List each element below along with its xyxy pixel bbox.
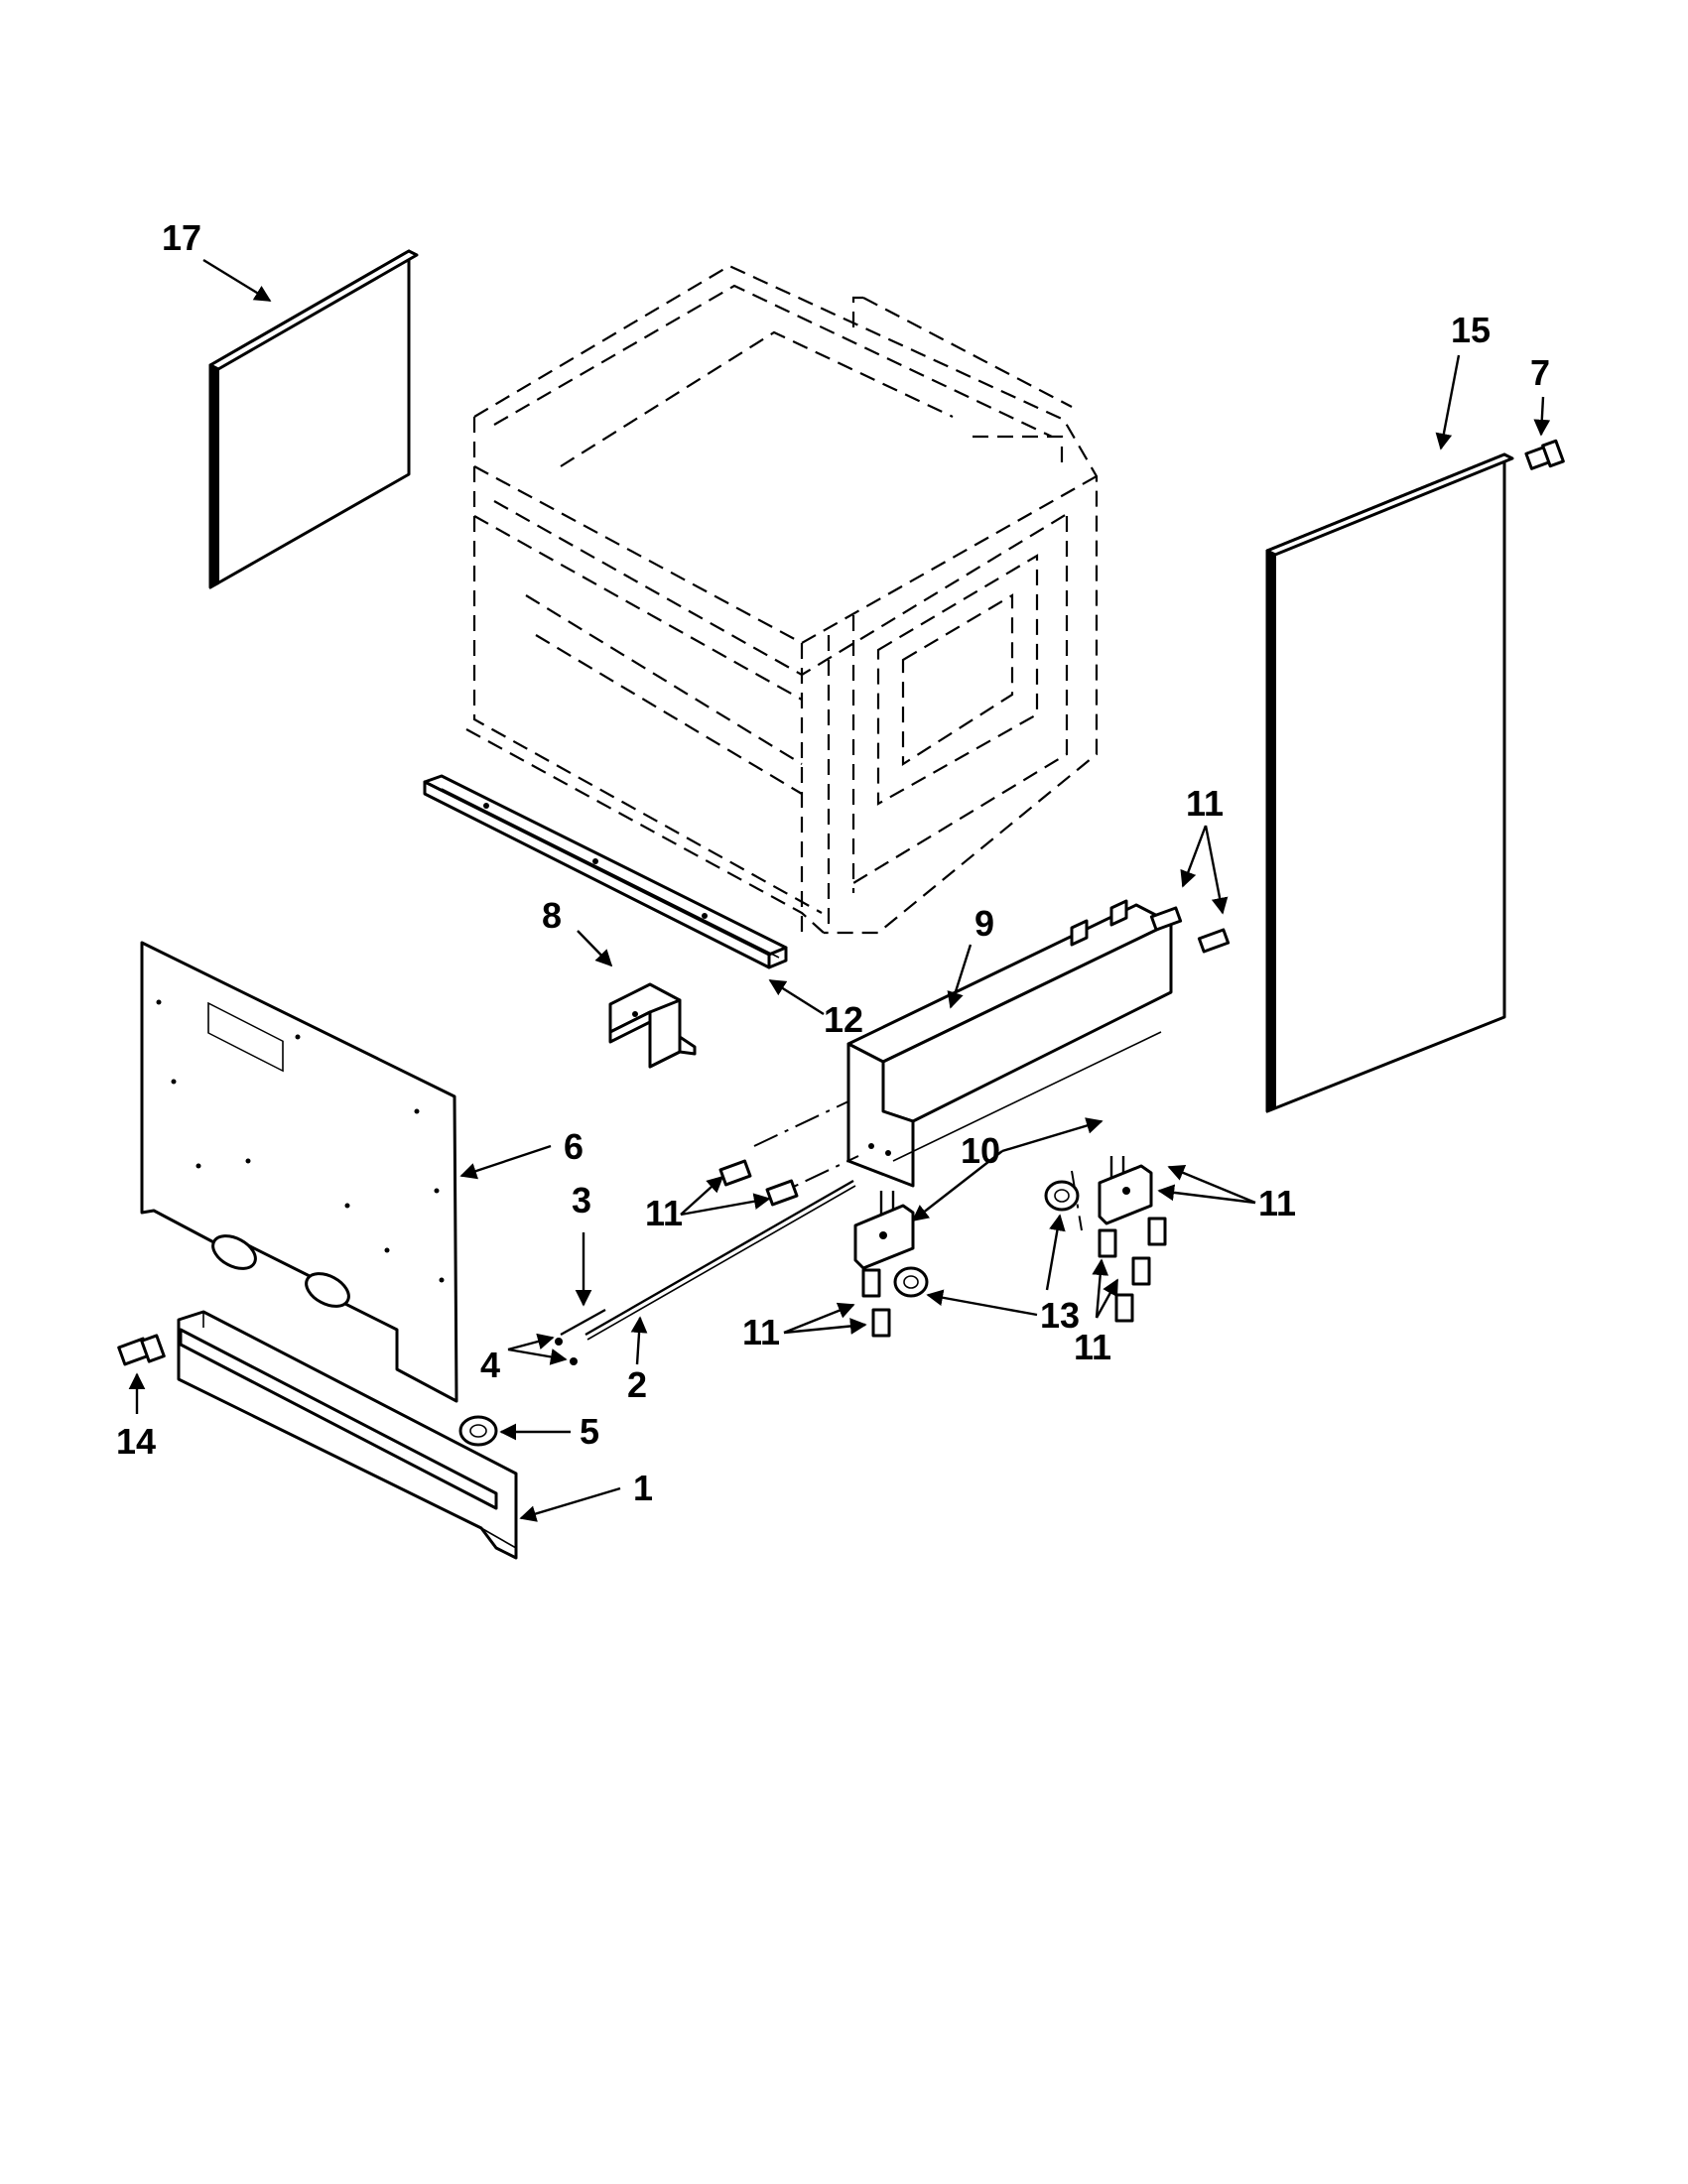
callout-9: 9 [974, 903, 994, 944]
part-10-leveling-leg-rear [1098, 1156, 1153, 1225]
part-15-right-side-panel [1265, 452, 1514, 1113]
part-14-screw [117, 1334, 166, 1366]
part-4-clips [555, 1338, 578, 1365]
alignment-line [753, 1100, 849, 1147]
callout-6: 6 [564, 1126, 584, 1167]
callout-12: 12 [824, 999, 863, 1040]
part-2-rod [584, 1179, 856, 1341]
callout-14: 14 [116, 1421, 156, 1462]
callout-4: 4 [480, 1345, 500, 1385]
callout-1: 1 [633, 1468, 653, 1508]
callout-3: 3 [572, 1180, 591, 1220]
tub-phantom-outline [465, 264, 1099, 935]
callout-11-left: 11 [645, 1193, 683, 1233]
part-3-pin [560, 1308, 606, 1337]
callout-2: 2 [627, 1364, 647, 1405]
callout-8: 8 [542, 895, 562, 936]
callout-17: 17 [162, 217, 201, 258]
part-7-screw [1524, 439, 1565, 470]
part-1-toe-panel [177, 1310, 518, 1560]
callout-13: 13 [1040, 1295, 1080, 1336]
part-17-left-side-panel [208, 249, 419, 589]
callout-5: 5 [580, 1411, 599, 1452]
callout-7: 7 [1530, 352, 1550, 393]
callout-10: 10 [961, 1130, 1000, 1171]
callout-15: 15 [1451, 310, 1491, 350]
part-10-leveling-leg-front [853, 1191, 915, 1270]
callout-11-right: 11 [1258, 1183, 1296, 1223]
part-13-foot-front [893, 1266, 929, 1298]
callout-11-top-right: 11 [1186, 783, 1224, 824]
part-8-bracket [608, 982, 697, 1069]
callout-11-bottom-right: 11 [1074, 1327, 1111, 1367]
part-6-panel [140, 941, 458, 1403]
part-9-channel [846, 899, 1173, 1188]
alignment-line [1071, 1170, 1083, 1231]
part-5-grommet [458, 1415, 498, 1447]
leader-arrows [128, 258, 1551, 1522]
part-12-rail [423, 774, 788, 969]
callout-11-bottom-left: 11 [742, 1312, 780, 1352]
part-13-foot-rear [1044, 1180, 1080, 1212]
